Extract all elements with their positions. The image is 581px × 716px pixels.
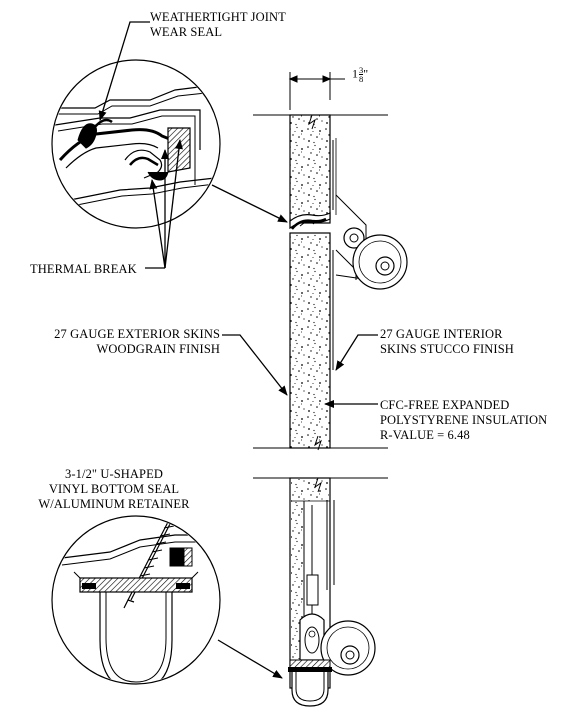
dimension-whole: 1 <box>352 66 358 81</box>
bottom-seal-detail <box>51 515 221 685</box>
thickness-dimension <box>288 72 345 110</box>
interior-skins-label: 27 GAUGE INTERIOR SKINS STUCCO FINISH <box>380 327 514 356</box>
dimension-numerator: 3 <box>359 65 364 75</box>
weathertight-joint-label: WEATHERTIGHT JOINT WEAR SEAL <box>150 10 286 39</box>
upper-door-panel <box>253 114 408 451</box>
leader-lines <box>98 21 378 679</box>
dimension-unit: " <box>363 66 369 81</box>
bottom-seal-label: 3-1/2" U-SHAPED VINYL BOTTOM SEAL W/ALUM… <box>38 467 190 511</box>
dimension-denominator: 8 <box>359 74 364 84</box>
exterior-skins-label: 27 GAUGE EXTERIOR SKINS WOODGRAIN FINISH <box>54 327 220 356</box>
thermal-break-label: THERMAL BREAK <box>30 262 137 276</box>
weathertight-joint-detail <box>51 59 221 229</box>
insulation-label: CFC-FREE EXPANDED POLYSTYRENE INSULATION… <box>380 398 548 442</box>
lower-door-panel <box>253 477 388 707</box>
